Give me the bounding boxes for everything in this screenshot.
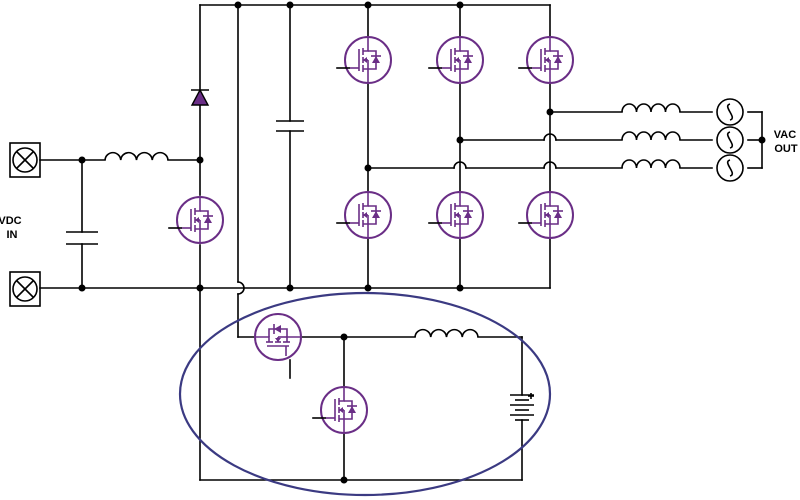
battery [510,393,534,421]
dc-terminal-positive [9,142,41,178]
vac-out-label-line2: OUT [774,143,798,155]
mosfet-high-side-a [337,37,391,83]
ac-source-c [716,154,744,182]
mosfet-low-side-b [429,192,483,238]
dc-link-capacitor [276,120,304,132]
input-inductor [104,151,169,161]
input-capacitor [66,231,98,245]
ac-source-b [716,126,744,154]
mosfet-high-side-c [519,37,573,83]
charger-highlight-ellipse [178,291,552,497]
mosfet-low-side-c [519,192,573,238]
mosfet-charger-shunt [313,387,367,433]
output-inductor-c [621,159,681,169]
wiring [39,4,763,481]
output-inductor-b [621,131,681,141]
mosfet-high-side-b [429,37,483,83]
charger-inductor [414,328,479,338]
output-inductor-a [621,103,681,113]
boost-diode [190,88,210,106]
mosfet-low-side-a [337,192,391,238]
ac-source-a [716,98,744,126]
dc-terminal-negative [9,271,41,307]
vdc-in-label-line1: VDC [0,215,22,227]
mosfet-charger-series [254,313,302,361]
mosfet-boost [169,197,223,243]
vdc-in-label-line2: IN [7,229,18,241]
junction-dots [78,1,766,484]
vac-out-label-line1: VAC [774,129,796,141]
